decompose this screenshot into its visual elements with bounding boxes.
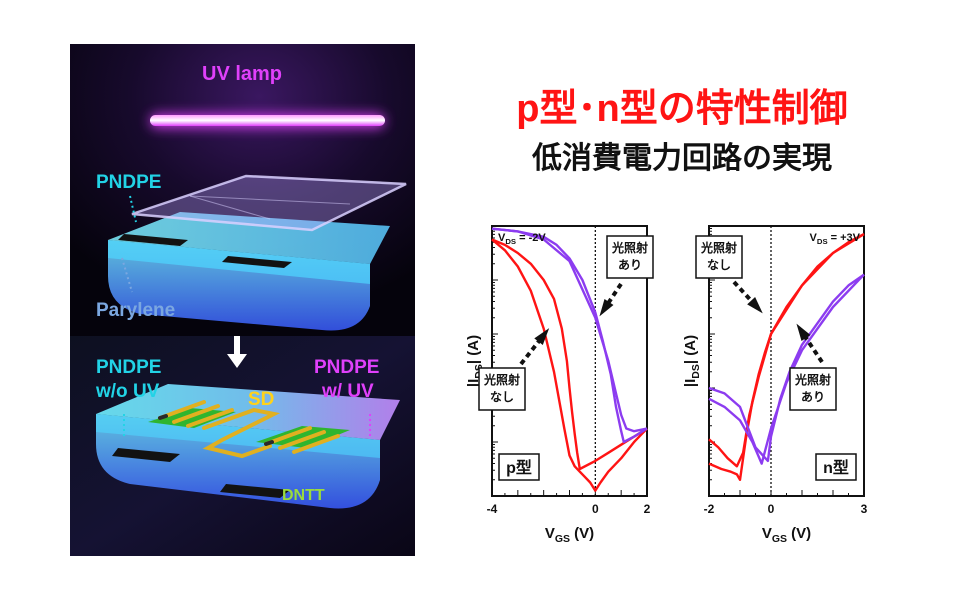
- top-device: [108, 174, 407, 331]
- parylene-label: Parylene: [96, 300, 176, 321]
- dntt-label: DNTT: [282, 487, 325, 504]
- legend-arrow-legend_with_uv: [603, 282, 623, 310]
- legend-text-legend_without_uv: なし: [707, 258, 731, 272]
- series-with_uv-return: [491, 227, 648, 433]
- legend-arrowhead-legend_without_uv: [534, 328, 550, 345]
- x-axis-label: VGS (V): [762, 525, 811, 545]
- uv-lamp-label: UV lamp: [202, 63, 283, 85]
- legend-text-legend_with_uv: あり: [618, 258, 642, 272]
- x-tick-label: -2: [704, 502, 715, 516]
- type-label: n型: [823, 459, 849, 477]
- uv-lamp: [150, 114, 385, 128]
- pndpe-right-label: PNDPE: [314, 357, 380, 378]
- y-axis-label: |IDS| (A): [682, 335, 702, 387]
- top-pad-left: [118, 234, 188, 246]
- series-without_uv-return: [708, 233, 865, 468]
- device-illustration-graphic: [70, 44, 415, 556]
- pndpe-top-label: PNDPE: [96, 172, 162, 193]
- x-tick-label: 3: [861, 502, 868, 516]
- device-illustration: UV lamp PNDPE Parylene PNDPE w/o UV PNDP…: [70, 44, 415, 556]
- series-without_uv-return: [491, 238, 648, 492]
- legend-text-legend_without_uv: 光照射: [483, 372, 520, 387]
- legend-arrowhead-legend_without_uv: [747, 297, 763, 314]
- series-with_uv-return: [708, 273, 865, 465]
- legend-text-legend_without_uv: 光照射: [700, 240, 737, 255]
- x-axis-label: VGS (V): [545, 525, 594, 545]
- without-uv-label: w/o UV: [96, 381, 160, 402]
- sd-label: SD: [248, 389, 275, 410]
- legend-box-legend_without_uv: [478, 367, 526, 411]
- x-tick-label: 0: [592, 502, 599, 516]
- legend-text-legend_with_uv: 光照射: [611, 240, 648, 255]
- with-uv-label: w/ UV: [322, 381, 374, 402]
- y-axis-label-group: |IDS| (A): [682, 335, 702, 387]
- legend-box-legend_without_uv: [695, 235, 743, 279]
- pndpe-left-label: PNDPE: [96, 357, 162, 378]
- type-label-box: [815, 453, 857, 481]
- series-without_uv-forward: [491, 238, 648, 471]
- bottom-device: [96, 384, 400, 509]
- x-tick-label: -4: [487, 502, 498, 516]
- page-subtitle: 低消費電力回路の実現: [532, 142, 832, 175]
- dntt-island-right: [256, 426, 350, 448]
- legend-box-legend_with_uv: [606, 235, 654, 279]
- legend-box-legend_with_uv: [789, 367, 837, 411]
- type-label: p型: [506, 459, 532, 477]
- legend-text-legend_with_uv: 光照射: [794, 372, 831, 387]
- vds-condition-label: VDS = +3V: [810, 232, 861, 246]
- legend-text-legend_with_uv: あり: [801, 390, 825, 404]
- legend-arrowhead-legend_with_uv: [599, 299, 614, 317]
- page-title: p型･n型の特性制御: [516, 88, 848, 130]
- dntt-island-left: [148, 408, 236, 428]
- top-pad-right: [222, 256, 292, 268]
- type-label-box: [498, 453, 540, 481]
- legend-arrowhead-legend_with_uv: [796, 323, 811, 341]
- down-arrow-icon: [227, 336, 247, 368]
- legend-text-legend_without_uv: なし: [490, 390, 514, 404]
- x-tick-label: 2: [644, 502, 651, 516]
- x-tick-label: 0: [768, 502, 775, 516]
- vds-condition-label: VDS = -2V: [498, 232, 546, 246]
